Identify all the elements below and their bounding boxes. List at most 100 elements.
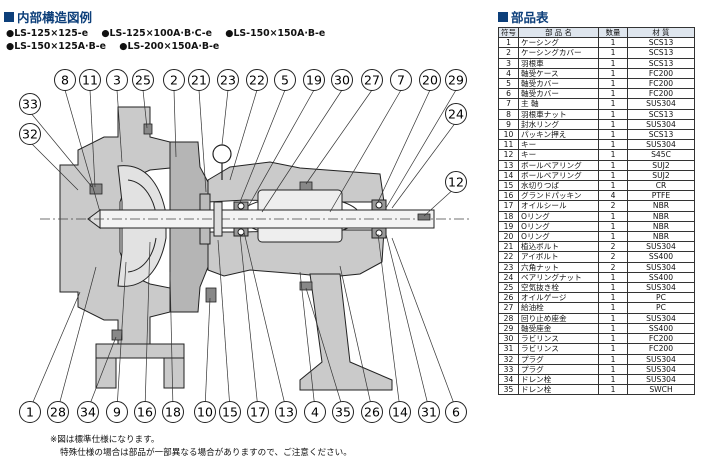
callout-circle (163, 69, 185, 91)
callout-number: 26 (364, 405, 380, 420)
cell-no: 33 (498, 363, 519, 375)
cell-material: SUS304 (627, 373, 695, 386)
cell-qty: 1 (598, 343, 628, 355)
cell-qty: 1 (598, 353, 628, 365)
cell-no: 23 (498, 261, 519, 273)
cell-no: 18 (498, 210, 519, 222)
callout-circle (332, 401, 354, 423)
cell-name: 軸受座金 (518, 322, 599, 335)
cell-qty: 1 (598, 129, 628, 141)
cell-name: アイボルト (518, 251, 599, 263)
cell-no: 29 (498, 322, 519, 335)
cell-name: ラビリンス (518, 343, 599, 355)
water-slinger (213, 201, 223, 237)
callout-circle (132, 69, 154, 91)
cell-no: 19 (498, 220, 519, 233)
cell-material: SUS304 (627, 139, 695, 151)
section-title-parts: 部品表 (498, 7, 549, 26)
cell-no: 4 (498, 67, 519, 80)
cell-no: 32 (498, 353, 519, 365)
cell-qty: 1 (598, 88, 628, 100)
cell-name: 軸受カバー (518, 78, 599, 90)
cell-material: SCS13 (627, 129, 695, 141)
callout-circle (106, 401, 128, 423)
cell-no: 3 (498, 57, 519, 69)
cell-name: ドレン栓 (518, 384, 599, 396)
cell-qty: 1 (598, 108, 628, 120)
cell-name: ボールベアリング (518, 159, 599, 171)
callout-number: 3 (113, 73, 121, 88)
cell-no: 12 (498, 149, 519, 161)
callout-circle (361, 401, 383, 423)
model-row: ●LS-150×125A·B-e ●LS-200×150A·B-e (6, 40, 335, 53)
cell-material: SS400 (627, 271, 695, 284)
cell-qty: 1 (598, 98, 628, 110)
leader-lines (29, 89, 457, 410)
cell-qty: 1 (598, 312, 628, 324)
drain-plug (111, 329, 123, 341)
callout-number: 11 (82, 73, 98, 88)
callout-circle (162, 401, 184, 423)
cell-no: 6 (498, 88, 519, 100)
cell-no: 8 (498, 108, 519, 120)
model-list: ●LS-125×125-e ●LS-125×100A·B·C-e ●LS-150… (6, 27, 335, 53)
cell-no: 9 (498, 118, 519, 131)
cell-qty: 2 (598, 261, 628, 273)
callout-number: 32 (22, 127, 38, 142)
cell-qty: 1 (598, 322, 628, 335)
callout-number: 9 (113, 405, 121, 420)
oil-filler (299, 181, 313, 191)
cell-no: 2 (498, 47, 519, 59)
parts-table-header-row: 符号 部 品 名 数量 材 質 (498, 26, 695, 39)
cell-qty: 2 (598, 200, 628, 212)
callout-circle (194, 401, 216, 423)
cell-qty: 1 (598, 169, 628, 182)
callout-circle (134, 401, 156, 423)
cell-qty: 2 (598, 241, 628, 253)
cell-no: 15 (498, 180, 519, 192)
cell-qty: 1 (598, 302, 628, 314)
callout-circle (331, 69, 353, 91)
header-cell-name: 部 品 名 (518, 26, 599, 39)
callout-number: 19 (306, 73, 322, 88)
cell-qty: 1 (598, 220, 628, 233)
cell-material: NBR (627, 200, 695, 212)
cell-material: FC200 (627, 343, 695, 355)
cell-name: オイルシール (518, 200, 599, 212)
cell-name: Oリング (518, 210, 599, 222)
section-title-structure: 内部構造図例 (4, 7, 92, 26)
cell-qty: 1 (598, 292, 628, 304)
model-item: ●LS-150×125A·B-e (6, 41, 107, 52)
callout-number: 23 (220, 73, 236, 88)
cell-qty: 1 (598, 271, 628, 284)
callout-circle (54, 69, 76, 91)
cell-name: 空気抜き栓 (518, 282, 599, 294)
callout-number: 30 (334, 73, 350, 88)
callout-circle (303, 69, 325, 91)
cell-no: 26 (498, 292, 519, 304)
callout-number: 18 (165, 405, 181, 420)
square-bullet-icon (4, 11, 14, 22)
callout-number: 33 (22, 97, 38, 112)
callout-circle (445, 69, 467, 91)
cell-material: SUJ2 (627, 159, 695, 171)
callout-circle (304, 401, 326, 423)
cell-material: SUS304 (627, 241, 695, 253)
cell-name: 羽根車 (518, 57, 599, 69)
